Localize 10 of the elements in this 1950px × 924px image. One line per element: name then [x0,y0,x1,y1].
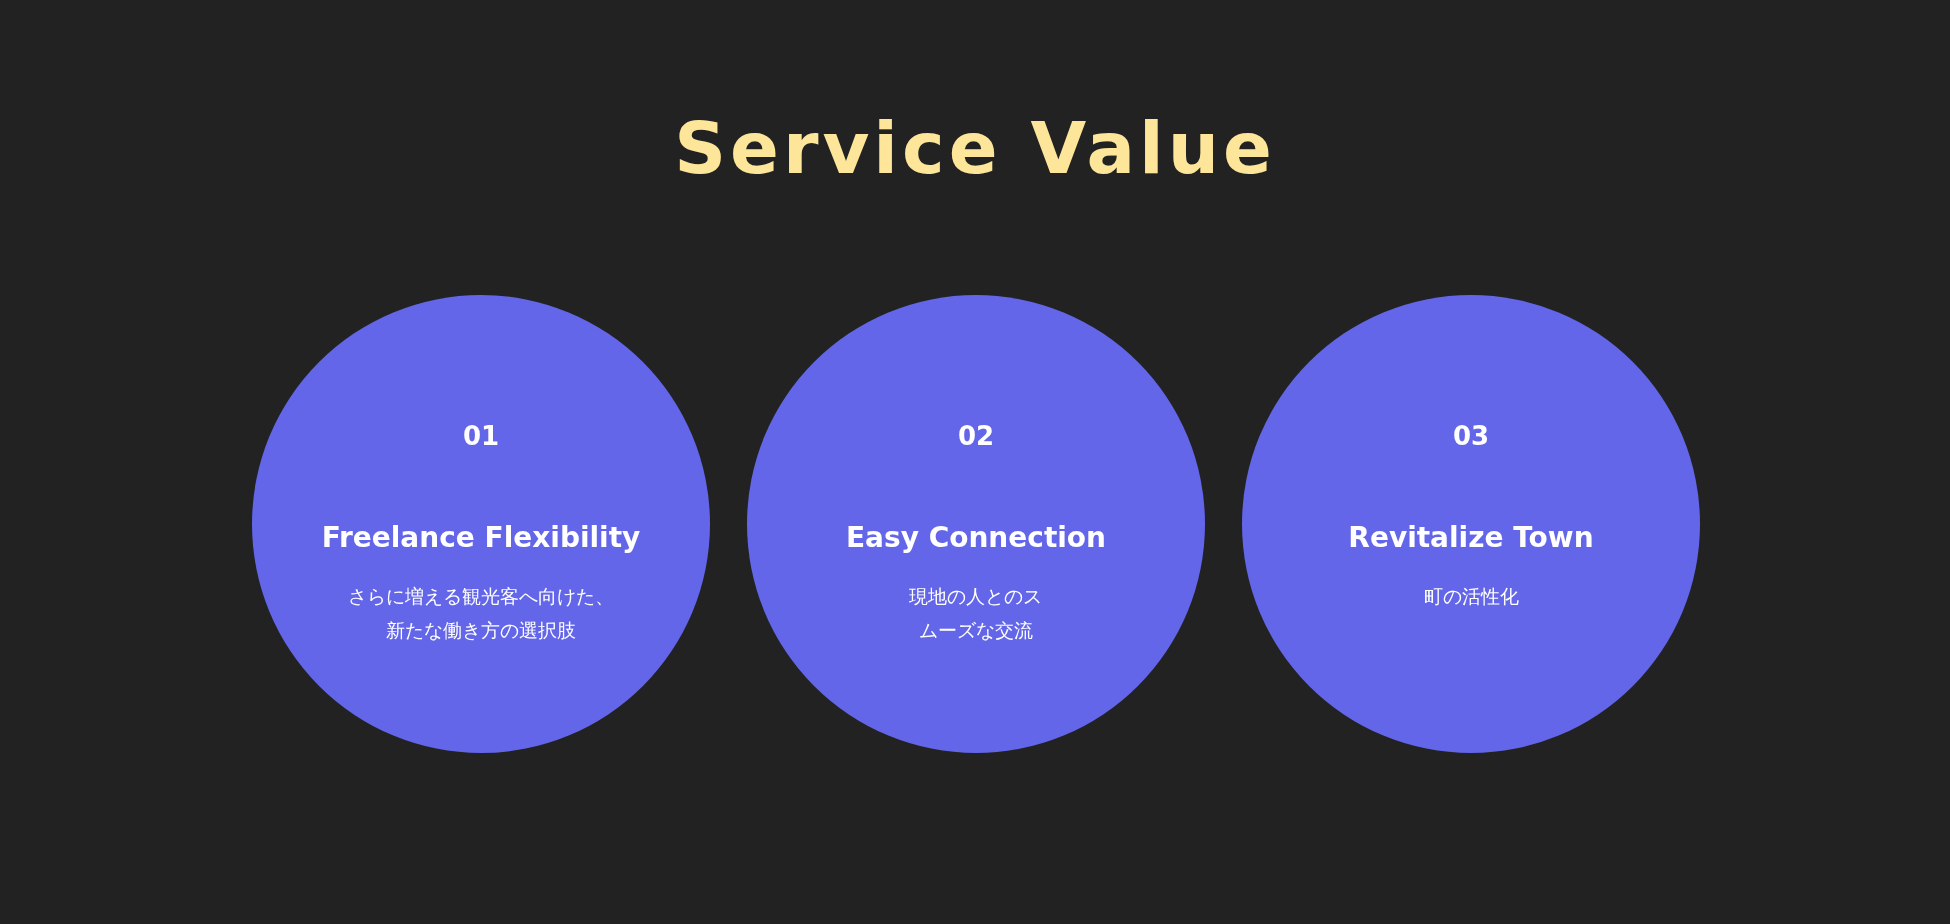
step-heading: Easy Connection [845,521,1107,554]
step-heading: Revitalize Town [1348,521,1594,554]
step-number: 02 [957,421,995,451]
step-description: 現地の人とのスムーズな交流 [908,584,1044,643]
step-description: 町の活性化 [1422,584,1520,609]
step-description: さらに増える観光客へ向けた、新たな働き方の選択肢 [347,584,615,643]
step-heading: Freelance Flexibility [321,521,641,554]
step-number: 01 [462,421,500,451]
step-number: 03 [1452,421,1490,451]
title: Service Value [674,112,1276,184]
